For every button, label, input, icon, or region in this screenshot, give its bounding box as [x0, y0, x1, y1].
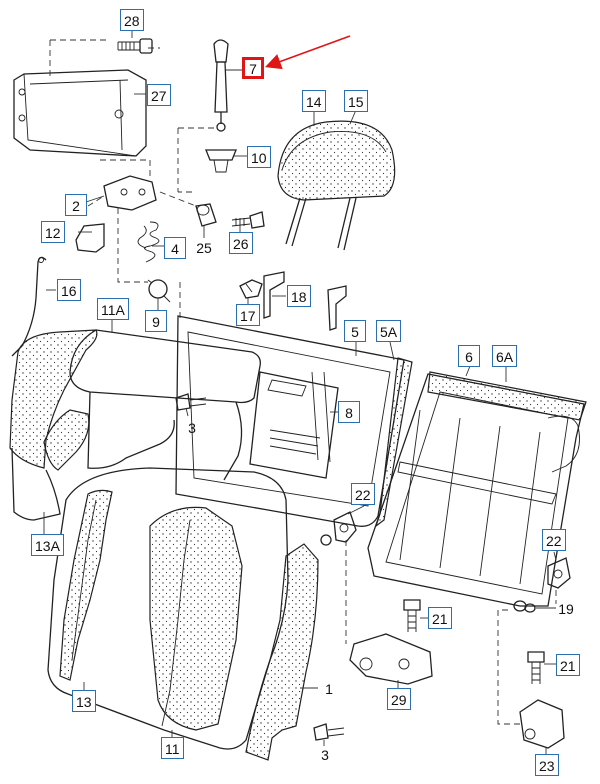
seat-frame-6: [367, 371, 587, 607]
guide-18: [263, 271, 347, 331]
callout-3-lower[interactable]: 3: [321, 747, 329, 763]
callout-4[interactable]: 4: [164, 237, 186, 259]
callout-17[interactable]: 17: [236, 304, 260, 326]
callout-5A[interactable]: 5A: [376, 320, 402, 342]
callout-29[interactable]: 29: [387, 688, 411, 710]
callout-14[interactable]: 14: [302, 90, 326, 112]
bolt-21: [403, 599, 421, 632]
seat-frame-5: [175, 315, 413, 528]
callout-8[interactable]: 8: [338, 401, 360, 423]
callout-3-upper[interactable]: 3: [188, 420, 196, 436]
screw-26: [231, 211, 265, 229]
latch-12: [75, 223, 105, 253]
knob-9: [147, 279, 171, 303]
leader-lines: [43, 28, 557, 754]
callout-19[interactable]: 19: [558, 601, 574, 617]
callout-13[interactable]: 13: [72, 690, 96, 712]
backrest-11A: [9, 329, 261, 521]
callout-21-left[interactable]: 21: [428, 607, 452, 629]
callout-12[interactable]: 12: [41, 221, 65, 243]
bracket-27: [13, 69, 147, 157]
callout-18[interactable]: 18: [287, 285, 311, 307]
callout-6[interactable]: 6: [458, 345, 480, 367]
callout-25[interactable]: 25: [196, 240, 212, 256]
callout-28[interactable]: 28: [120, 9, 144, 31]
side-trim-1: [245, 543, 319, 761]
callout-22-right[interactable]: 22: [542, 529, 566, 551]
spring-4: [137, 221, 160, 263]
callout-23[interactable]: 23: [535, 754, 559, 776]
callout-11A[interactable]: 11A: [97, 298, 129, 320]
hinge-22-right: [547, 557, 571, 589]
callout-11[interactable]: 11: [161, 737, 184, 759]
callout-16[interactable]: 16: [57, 279, 81, 301]
callout-1[interactable]: 1: [325, 681, 333, 697]
callout-10[interactable]: 10: [247, 146, 271, 168]
screw-3: [175, 393, 345, 741]
callout-21-right[interactable]: 21: [556, 654, 580, 676]
hinge-23: [519, 699, 565, 749]
bolt-28: [117, 38, 153, 54]
callout-7-highlighted[interactable]: 7: [242, 57, 264, 79]
headrest-14-15: [277, 120, 396, 251]
callout-22-left[interactable]: 22: [351, 483, 375, 505]
pivot-19: [513, 600, 536, 613]
hinge-22: [333, 511, 357, 543]
callout-2[interactable]: 2: [65, 194, 87, 216]
callout-6A[interactable]: 6A: [492, 345, 518, 367]
hinge-29: [349, 633, 433, 685]
clip-17: [239, 279, 263, 299]
hinge-plate-2: [103, 175, 157, 211]
callout-15[interactable]: 15: [344, 90, 368, 112]
bushing-25: [195, 203, 217, 227]
bolt-21-right: [527, 651, 545, 684]
clip-10: [205, 149, 237, 173]
callout-9[interactable]: 9: [145, 310, 167, 332]
callout-26[interactable]: 26: [229, 232, 253, 254]
cushion-13: [47, 467, 289, 750]
cable-16: [11, 256, 47, 357]
callout-27[interactable]: 27: [147, 84, 171, 106]
callout-13A[interactable]: 13A: [31, 534, 64, 556]
pointer-arrow: [264, 35, 351, 70]
gas-strut-7: [213, 39, 229, 132]
callout-5[interactable]: 5: [344, 320, 366, 342]
pivot-bushing: [320, 534, 332, 546]
